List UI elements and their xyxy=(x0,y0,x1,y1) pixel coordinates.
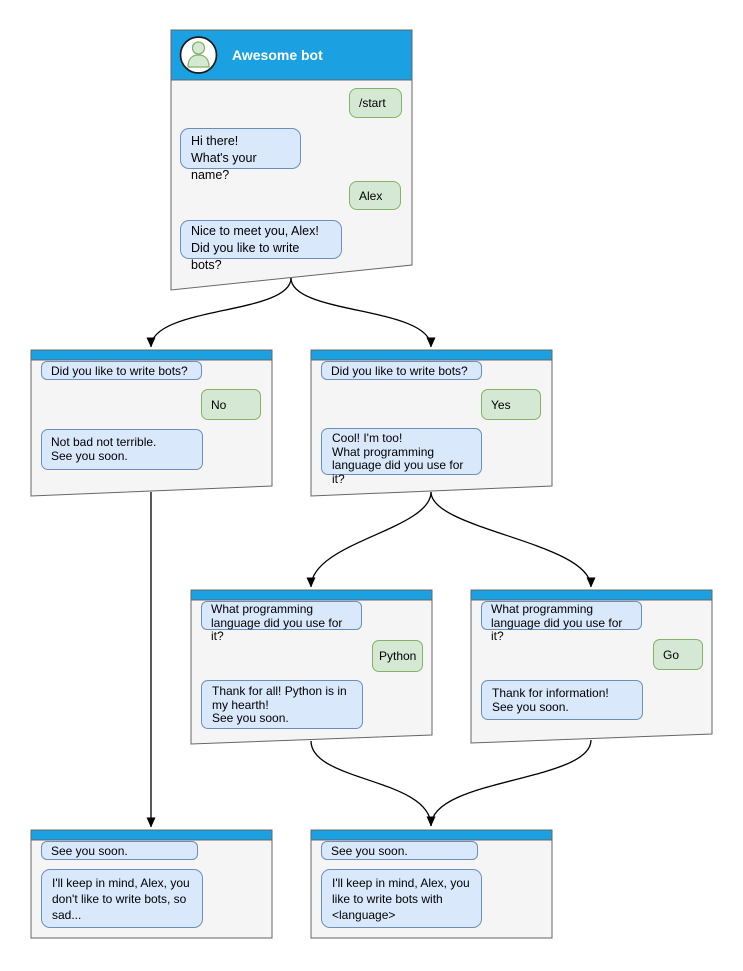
bubble-python-answer: Python xyxy=(372,640,423,672)
bubble-end-no-response: I'll keep in mind, Alex, you don't like … xyxy=(41,869,203,928)
bubble-end-yes-question: See you soon. xyxy=(321,841,478,860)
bubble-yes-answer: Yes xyxy=(481,389,541,420)
bubble-name-reply: Alex xyxy=(349,181,401,210)
bubble-python-response: Thank for all! Python is in my hearth! S… xyxy=(201,680,363,729)
bubble-ask-bots: Nice to meet you, Alex! Did you like to … xyxy=(180,220,342,272)
bubble-yes-question: Did you like to write bots? xyxy=(321,361,482,380)
bubble-go-response: Thank for information! See you soon. xyxy=(481,680,643,720)
connector-go-to-end-yes xyxy=(430,739,592,827)
node-go-header xyxy=(470,589,713,601)
person-icon xyxy=(187,41,210,68)
connector-yes-to-go xyxy=(430,491,596,588)
bubble-no-question: Did you like to write bots? xyxy=(41,361,202,380)
bubble-greeting: Hi there! What's your name? xyxy=(180,128,301,182)
node-python-header xyxy=(190,589,433,601)
bot-avatar xyxy=(179,36,218,74)
bubble-no-answer: No xyxy=(201,389,261,420)
node-no-header xyxy=(30,349,273,361)
bubble-go-question: What programming language did you use fo… xyxy=(481,601,642,643)
connector-start-to-no xyxy=(146,277,292,348)
bubble-no-response: Not bad not terrible. See you soon. xyxy=(41,429,203,470)
bubble-end-no-question: See you soon. xyxy=(41,841,198,860)
connector-start-to-yes xyxy=(290,277,436,348)
connector-yes-to-python xyxy=(306,491,432,588)
connector-python-to-end-yes xyxy=(310,740,436,827)
node-start-title: Awesome bot xyxy=(232,47,323,63)
bubble-end-yes-response: I'll keep in mind, Alex, you like to wri… xyxy=(321,869,482,928)
node-end-yes-header xyxy=(310,829,553,841)
bubble-yes-response: Cool! I'm too! What programming language… xyxy=(321,428,482,485)
node-end-no-header xyxy=(30,829,273,841)
connectors xyxy=(146,277,596,828)
bubble-python-question: What programming language did you use fo… xyxy=(201,601,362,643)
bubble-start-command: /start xyxy=(349,88,402,118)
node-yes-header xyxy=(310,349,553,361)
bubble-go-answer: Go xyxy=(653,639,703,670)
